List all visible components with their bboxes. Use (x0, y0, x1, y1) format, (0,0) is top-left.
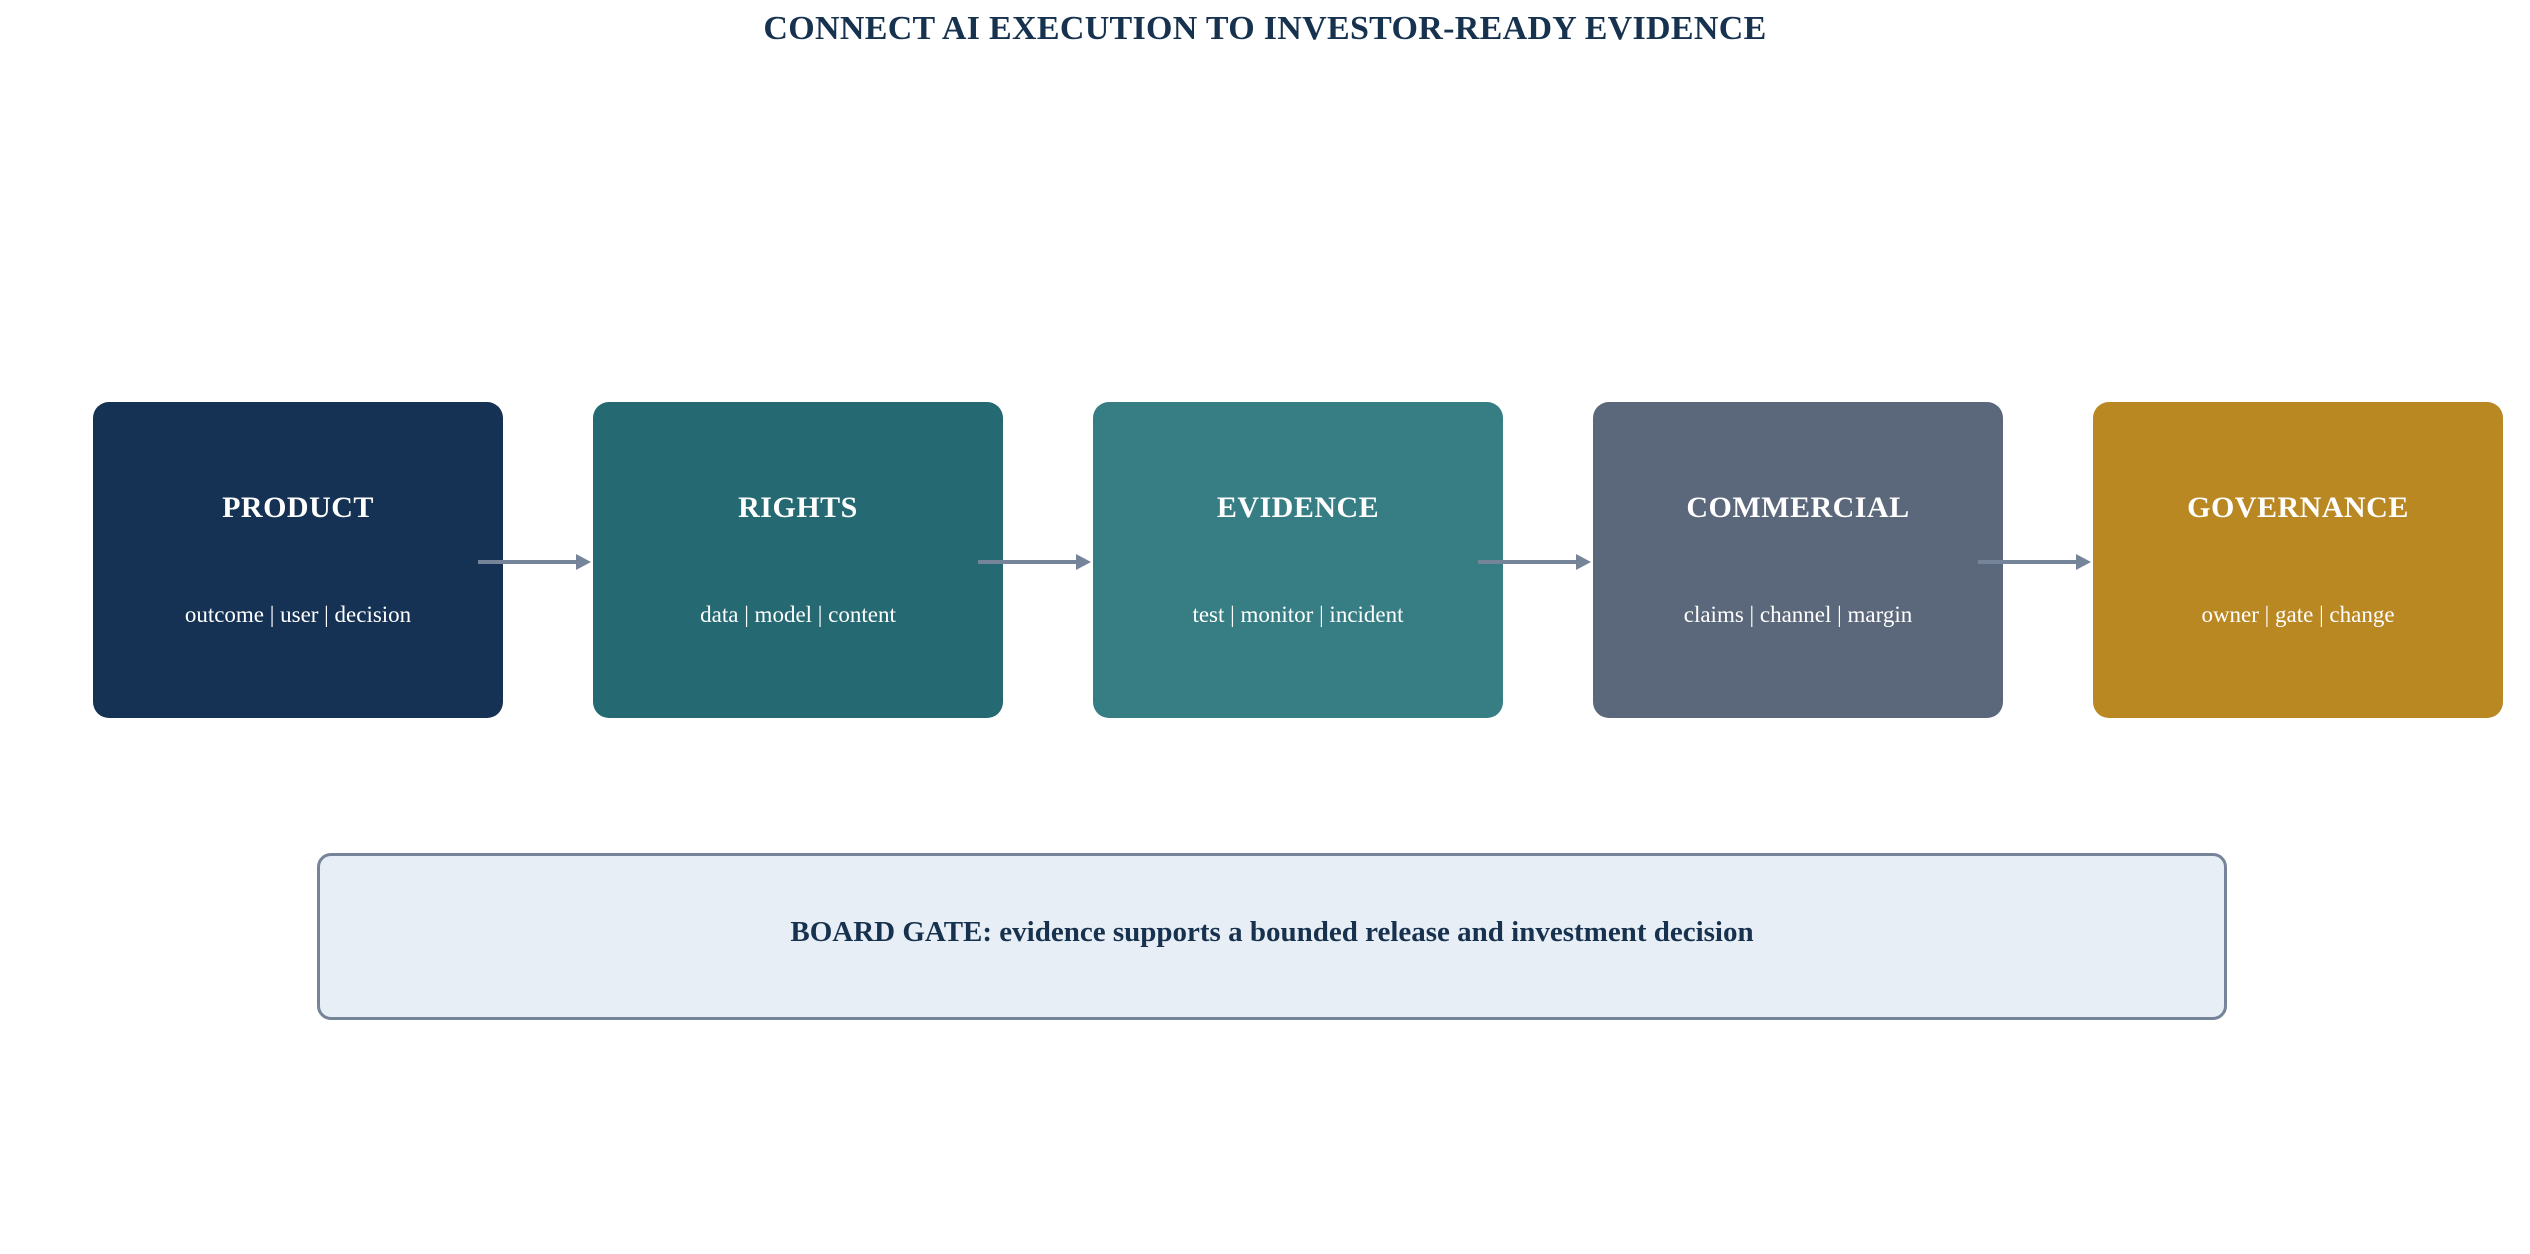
stage-governance: GOVERNANCE owner | gate | change (2093, 402, 2503, 718)
stage-evidence-title: EVIDENCE (1216, 491, 1380, 524)
stage-product-title: PRODUCT (222, 491, 374, 524)
stage-rights-title: RIGHTS (738, 491, 858, 524)
board-gate-box: BOARD GATE: evidence supports a bounded … (317, 853, 2227, 1020)
stage-commercial: COMMERCIAL claims | channel | margin (1593, 402, 2003, 718)
stage-commercial-detail: claims | channel | margin (1683, 602, 1913, 627)
stage-product: PRODUCT outcome | user | decision (93, 402, 503, 718)
stage-governance-detail: owner | gate | change (2201, 602, 2395, 627)
stage-commercial-title: COMMERCIAL (1686, 491, 1910, 524)
stage-evidence: EVIDENCE test | monitor | incident (1093, 402, 1503, 718)
board-gate-text: BOARD GATE: evidence supports a bounded … (790, 916, 1754, 948)
stage-governance-title: GOVERNANCE (2187, 491, 2409, 524)
stage-evidence-detail: test | monitor | incident (1192, 602, 1404, 627)
stage-rights: RIGHTS data | model | content (593, 402, 1003, 718)
stage-product-detail: outcome | user | decision (184, 602, 412, 627)
stage-rights-detail: data | model | content (700, 602, 896, 627)
diagram-title: CONNECT AI EXECUTION TO INVESTOR-READY E… (763, 10, 1767, 47)
